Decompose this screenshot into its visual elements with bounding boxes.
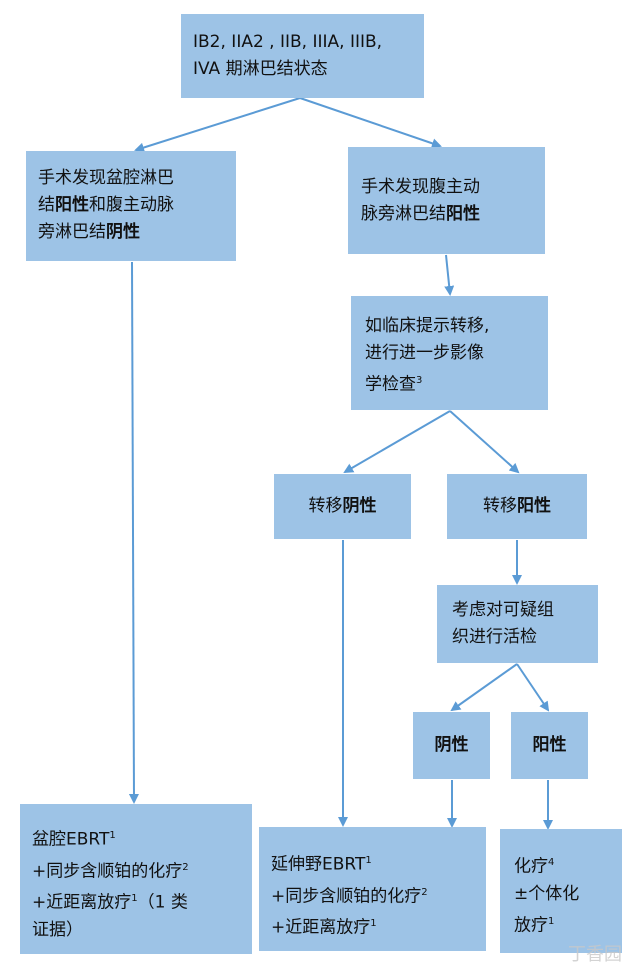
arrow-root-to-right <box>299 97 442 149</box>
met-neg-label: 转移阴性 <box>309 493 377 520</box>
biopsy-pos-label: 阳性 <box>532 735 567 755</box>
node-metastasis-negative: 转移阴性 <box>274 474 411 539</box>
tx-chemo-sup-3: 1 <box>548 915 555 927</box>
arrow-imaging-to-positive <box>449 410 520 474</box>
met-neg-prefix: 转移 <box>308 496 343 516</box>
node-biopsy-negative: 阴性 <box>413 712 490 779</box>
node-treatment-pelvic-ebrt: 盆腔EBRT1 +同步含顺铂的化疗2 +近距离放疗1（1 类 证据） <box>20 804 252 954</box>
tx-pelvic-line-3-tail: （1 类 <box>137 892 188 913</box>
node-imaging-exam: 如临床提示转移, 进行进一步影像 学检查3 <box>351 296 548 410</box>
imaging-line-1: 如临床提示转移, <box>365 316 490 336</box>
tx-pelvic-line-1: 盆腔EBRT1 <box>32 822 252 854</box>
node-aortic-positive: 手术发现腹主动 脉旁淋巴结阳性 <box>348 147 545 254</box>
arrow-imaging-to-negative <box>343 410 451 474</box>
left-line-1: 手术发现盆腔淋巴 <box>38 168 174 188</box>
node-metastasis-positive: 转移阳性 <box>447 474 587 539</box>
tx-ext-line-1-text: 延伸野EBRT <box>271 854 366 875</box>
biopsy-line-1: 考虑对可疑组 <box>452 600 554 620</box>
tx-pelvic-sup-3: 1 <box>131 893 138 905</box>
tx-ext-sup-2: 2 <box>421 886 428 898</box>
tx-ext-sup-3: 1 <box>370 918 377 930</box>
arrow-root-to-left <box>134 97 301 153</box>
tx-pelvic-sup-1: 1 <box>109 830 116 841</box>
right-line-2-bold: 阳性 <box>446 204 480 224</box>
right-line-1: 手术发现腹主动 <box>361 177 480 197</box>
tx-pelvic-line-1-text: 盆腔EBRT <box>32 829 110 850</box>
tx-pelvic-line-3-text: +近距离放疗 <box>32 892 132 913</box>
right-line-2: 脉旁淋巴结阳性 <box>361 201 545 228</box>
tx-chemo-line-3-text: 放疗 <box>514 915 548 936</box>
root-line-2: IVA 期淋巴结状态 <box>193 59 328 79</box>
node-biopsy-positive: 阳性 <box>511 712 588 779</box>
met-pos-label: 转移阳性 <box>483 493 551 520</box>
imaging-superscript: 3 <box>416 375 423 386</box>
tx-pelvic-line-3: +近距离放疗1（1 类 <box>32 885 252 917</box>
arrow-biopsy-to-positive <box>516 663 550 712</box>
met-pos-bold: 阳性 <box>517 496 551 516</box>
tx-chemo-line-1-text: 化疗 <box>514 856 548 877</box>
tx-chemo-line-3: 放疗1 <box>514 908 622 940</box>
met-neg-bold: 阴性 <box>342 496 377 516</box>
left-line-2-c: 和腹主动脉 <box>89 195 174 215</box>
imaging-line-3: 学检查3 <box>365 367 548 399</box>
tx-ext-line-1: 延伸野EBRT1 <box>271 847 486 879</box>
node-treatment-extended-ebrt: 延伸野EBRT1 +同步含顺铂的化疗2 +近距离放疗1 <box>259 827 486 951</box>
right-line-2-a: 脉旁淋巴结 <box>361 204 446 224</box>
imaging-line-3-text: 学检查 <box>365 374 416 395</box>
watermark-logo: 丁香园 <box>568 944 622 965</box>
left-line-3: 旁淋巴结阴性 <box>38 219 236 246</box>
node-pelvic-positive-aortic-negative: 手术发现盆腔淋巴 结阳性和腹主动脉 旁淋巴结阴性 <box>26 151 236 261</box>
left-line-2: 结阳性和腹主动脉 <box>38 192 236 219</box>
tx-pelvic-sup-2: 2 <box>182 861 189 873</box>
met-pos-prefix: 转移 <box>483 496 517 516</box>
tx-pelvic-line-2: +同步含顺铂的化疗2 <box>32 854 252 886</box>
arrow-biopsy-to-negative <box>450 663 518 712</box>
tx-chemo-sup-1: 4 <box>548 857 555 868</box>
tx-chemo-line-2: ±个体化 <box>514 883 580 904</box>
tx-ext-line-3-text: +近距离放疗 <box>271 917 371 938</box>
biopsy-neg-label: 阴性 <box>434 735 469 755</box>
node-treatment-chemo: 化疗4 ±个体化 放疗1 <box>500 829 622 953</box>
biopsy-line-2: 织进行活检 <box>452 627 537 647</box>
node-biopsy: 考虑对可疑组 织进行活检 <box>437 585 598 663</box>
tx-ext-line-3: +近距离放疗1 <box>271 910 486 942</box>
arrow-aortic-to-imaging <box>444 254 455 296</box>
left-line-3-a: 旁淋巴结 <box>38 222 106 242</box>
left-line-3-bold: 阴性 <box>106 222 140 242</box>
tx-ext-line-2: +同步含顺铂的化疗2 <box>271 879 486 911</box>
tx-ext-line-2-text: +同步含顺铂的化疗 <box>271 886 422 907</box>
tx-pelvic-line-4: 证据） <box>32 919 83 940</box>
left-line-2-bold: 阳性 <box>55 195 89 215</box>
node-lymph-node-status: IB2, IIA2 , IIB, IIIA, IIIB, IVA 期淋巴结状态 <box>181 14 424 98</box>
imaging-line-2: 进行进一步影像 <box>365 343 484 363</box>
tx-chemo-line-1: 化疗4 <box>514 849 622 881</box>
tx-pelvic-line-2-text: +同步含顺铂的化疗 <box>32 861 183 882</box>
tx-ext-sup-1: 1 <box>365 855 372 866</box>
root-line-1: IB2, IIA2 , IIB, IIIA, IIIB, <box>193 32 383 52</box>
left-line-2-a: 结 <box>38 195 55 215</box>
arrow-left-to-pelvic-tx <box>128 261 139 804</box>
